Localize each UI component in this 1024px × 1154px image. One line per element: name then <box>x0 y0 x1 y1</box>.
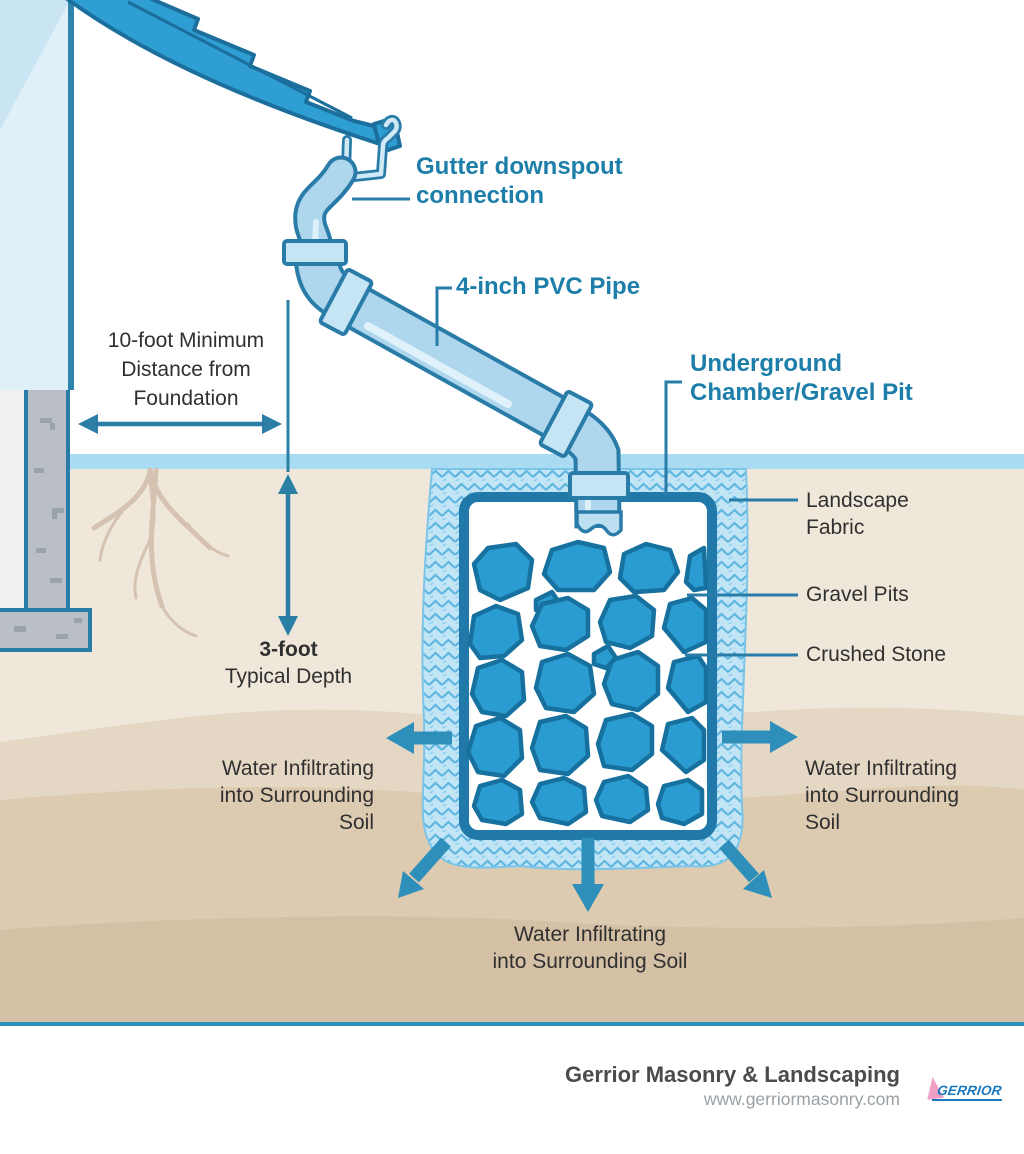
coupling-1 <box>282 239 348 266</box>
house-wall <box>0 0 74 390</box>
coupling-3 <box>538 389 594 459</box>
logo-wordmark: GERRIOR <box>931 1083 1005 1101</box>
water-left-line3: Soil <box>338 811 374 834</box>
landscape-fabric-label: Landscape Fabric <box>806 487 956 541</box>
diagram-border-line <box>0 1022 1024 1026</box>
foundation <box>0 386 92 652</box>
pipe-couplings <box>282 239 630 500</box>
basement-interior <box>0 388 28 612</box>
company-name: Gerrior Masonry & Landscaping <box>565 1062 900 1087</box>
distance-dimension-arrow <box>78 300 290 472</box>
roof-seam <box>127 0 353 120</box>
water-left-line1: Water Infiltrating <box>221 757 374 780</box>
depth-dimension-arrow <box>278 474 298 636</box>
water-left-line2: into Surrounding <box>219 784 374 807</box>
pipe-highlight <box>364 322 512 408</box>
water-infiltrating-left-label: Water Infiltrating into Surrounding Soil <box>176 755 374 836</box>
depth-label: 3-foot Typical Depth <box>206 636 371 690</box>
roof <box>65 0 402 154</box>
foundation-footing <box>0 608 92 652</box>
gravel-pits-label: Gravel Pits <box>806 583 909 606</box>
pipe-open-end <box>575 510 623 537</box>
grass-surface-band <box>0 454 1024 469</box>
depth-value: 3-foot <box>259 638 318 661</box>
roof-deck <box>65 0 382 146</box>
water-right-line1: Water Infiltrating <box>805 757 958 780</box>
water-right-line3: Soil <box>805 811 841 834</box>
water-right-line2: into Surrounding <box>805 784 960 807</box>
coupling-2 <box>318 267 374 337</box>
arrow-down-left <box>409 837 451 883</box>
water-bottom-line1: Water Infiltrating <box>513 923 667 946</box>
pipe-fill <box>297 251 618 525</box>
pvc-pipe-label: 4-inch PVC Pipe <box>456 273 641 300</box>
water-bottom-line2: into Surrounding Soil <box>492 950 688 973</box>
water-infiltrating-bottom-label: Water Infiltrating into Surrounding Soil <box>420 921 760 975</box>
underground-label-line2: Chamber/Gravel Pit <box>690 379 913 406</box>
gravel-stones <box>465 539 709 827</box>
distance-label-line2: Distance from <box>121 358 251 381</box>
gutter-downspout-label: Gutter downspout connection <box>416 152 676 210</box>
crushed-stone-label: Crushed Stone <box>806 643 947 666</box>
arrow-down-right <box>719 839 759 883</box>
pvc-pipe <box>282 155 630 537</box>
distance-label: 10-foot Minimum Distance from Foundation <box>80 326 292 413</box>
gutter-label-line2: connection <box>416 182 545 209</box>
gerrior-logo: GERRIOR <box>924 1076 1010 1112</box>
company-website: www.gerriormasonry.com <box>703 1089 900 1109</box>
soil-band-4 <box>0 916 1024 1026</box>
connector-underground <box>664 380 682 496</box>
label-connectors <box>352 197 798 657</box>
distance-label-line1: 10-foot Minimum <box>107 329 265 352</box>
underground-chamber-label: Underground Chamber/Gravel Pit <box>690 349 990 407</box>
wall-shadow <box>0 0 70 130</box>
underground-label-line1: Underground <box>690 350 842 377</box>
connector-pvc <box>435 286 452 346</box>
fabric-label-line2: Fabric <box>806 516 865 539</box>
coupling-4 <box>568 471 630 500</box>
gutter-label-line1: Gutter downspout <box>416 153 623 180</box>
concrete-marks <box>14 418 82 639</box>
water-infiltrating-right-label: Water Infiltrating into Surrounding Soil <box>805 755 1015 836</box>
fabric-label-line1: Landscape <box>806 489 909 512</box>
infiltration-arrows <box>386 721 798 912</box>
distance-label-line3: Foundation <box>133 387 239 410</box>
depth-caption: Typical Depth <box>224 665 353 688</box>
tree-roots <box>91 467 230 638</box>
